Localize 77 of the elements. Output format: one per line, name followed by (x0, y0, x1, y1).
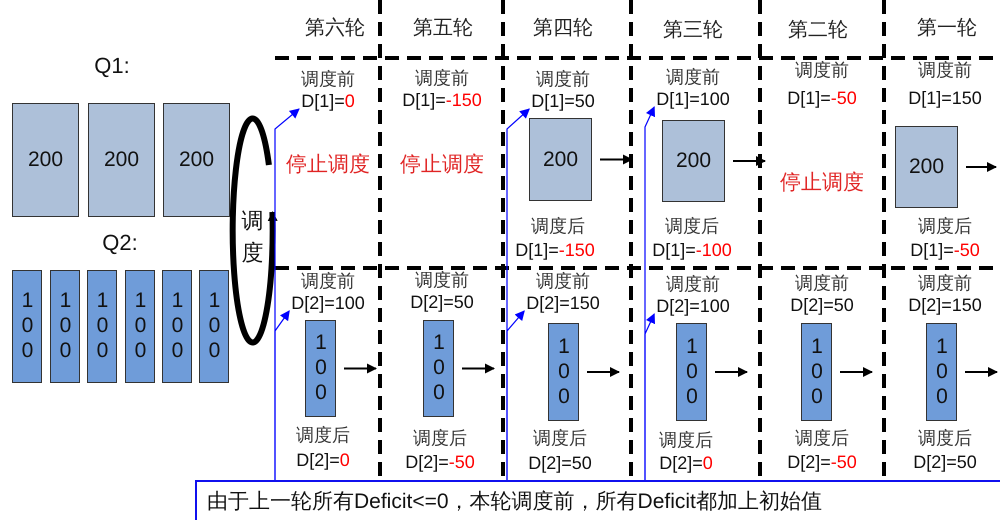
deficit-value: D[2]=150 (908, 295, 982, 315)
packet-box: 200 (529, 118, 592, 201)
column-header: 第六轮 (305, 18, 365, 38)
deficit-text: 调度前 D[1]=50 (531, 68, 595, 112)
state-label: 调度后 (795, 428, 849, 448)
arrow (274, 310, 290, 480)
arrow (344, 364, 377, 374)
deficit-value: D[1]=-50 (910, 240, 980, 260)
packet-box: 100 (162, 270, 192, 383)
packet-box: 200 (88, 103, 155, 217)
packet-box: 100 (926, 323, 957, 421)
packet-box: 200 (895, 126, 958, 208)
queue-label: Q2: (102, 233, 138, 253)
note-box: 由于上一轮所有Deficit<=0，本轮调度前，所有Deficit都加上初始值 (195, 480, 1000, 520)
state-label: 调度前 (795, 273, 849, 293)
deficit-value: D[2]=50 (913, 452, 977, 472)
arrow (966, 162, 997, 172)
column-header: 第一轮 (917, 18, 977, 38)
packet-box: 100 (548, 323, 579, 421)
queue-label: Q1: (94, 56, 130, 76)
arrow (965, 367, 998, 377)
deficit-text: 调度前 D[1]=0 (301, 68, 355, 112)
deficit-value: D[2]=50 (528, 453, 592, 473)
state-label: 调度前 (415, 68, 469, 88)
deficit-text: 调度前 D[2]=150 (526, 270, 600, 314)
arrow (587, 367, 620, 377)
state-label: 调度后 (531, 216, 585, 236)
packet-box: 100 (305, 320, 336, 417)
packet-box: 100 (801, 323, 832, 421)
arrow (506, 310, 525, 480)
packet-box: 200 (662, 120, 725, 202)
state-label: 调度后 (413, 428, 467, 448)
packet-box: 100 (87, 270, 117, 383)
state-label: 调度后 (665, 216, 719, 236)
arrow (462, 364, 495, 374)
arrow (840, 367, 873, 377)
deficit-text: 调度前 D[2]=100 (656, 273, 730, 317)
state-label: 调度前 (918, 273, 972, 293)
state-label: 调度后 (918, 428, 972, 448)
packet-box: 100 (676, 323, 707, 421)
packet-box: 100 (423, 320, 454, 417)
column-header: 第二轮 (788, 20, 848, 40)
state-label: 调度后 (296, 425, 350, 445)
state-label: 调度前 (795, 60, 849, 80)
state-label: 调度后 (918, 216, 972, 236)
deficit-value: D[2]=-50 (787, 452, 857, 472)
arrow (644, 313, 655, 480)
state-label: 调度后 (659, 430, 713, 450)
deficit-value: D[2]=50 (410, 292, 474, 312)
packet-box: 100 (50, 270, 80, 383)
column-header: 第四轮 (533, 18, 593, 38)
arrow (733, 156, 766, 166)
status-text: 停止调度 (780, 173, 864, 193)
state-label: 调度前 (918, 60, 972, 80)
deficit-text: 调度前 D[2]=100 (291, 270, 365, 314)
deficit-value: D[2]=-50 (405, 452, 475, 472)
state-label: 调度前 (415, 270, 469, 290)
deficit-value: D[1]=150 (908, 88, 982, 108)
packet-box: 200 (163, 103, 230, 217)
deficit-value: D[2]=0 (659, 453, 713, 473)
deficit-value: D[2]=50 (790, 295, 854, 315)
arrow (715, 367, 748, 377)
deficit-value: D[1]=-150 (515, 240, 595, 260)
column-header: 第三轮 (663, 20, 723, 40)
packet-box: 200 (12, 103, 79, 217)
deficit-value: D[1]=-50 (787, 88, 857, 108)
deficit-text: 调度前 D[1]=100 (656, 66, 730, 110)
deficit-value: D[1]=-100 (652, 240, 732, 260)
status-text: 停止调度 (400, 155, 484, 175)
packet-box: 100 (12, 270, 42, 383)
deficit-value: D[1]=-150 (402, 90, 482, 110)
state-label: 调度后 (533, 428, 587, 448)
status-text: 停止调度 (286, 155, 370, 175)
deficit-value: D[2]=0 (296, 450, 350, 470)
packet-box: 100 (199, 270, 229, 383)
column-header: 第五轮 (413, 18, 473, 38)
packet-box: 100 (125, 270, 155, 383)
